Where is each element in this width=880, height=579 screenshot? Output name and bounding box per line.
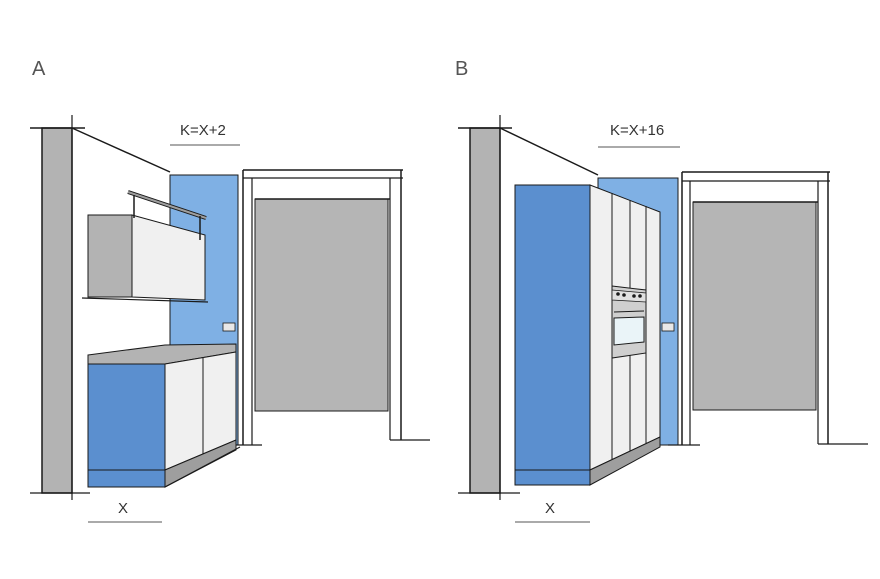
- panel-b-letter: B: [455, 58, 469, 80]
- panel-a-dimension-label: K=X+2: [180, 122, 226, 139]
- door-panel: [254, 198, 389, 412]
- wall-socket: [222, 322, 236, 332]
- panel-b-width-label: X: [545, 500, 556, 517]
- panel-b: [458, 115, 868, 523]
- doorway: [236, 169, 430, 446]
- left-wall: [41, 127, 73, 494]
- panel-a: [30, 115, 430, 523]
- built-in-oven: [611, 285, 647, 359]
- tall-cabinet: [514, 184, 661, 486]
- panel-b-dimension-label: K=X+16: [610, 122, 665, 139]
- panel-a-width-label: X: [118, 500, 129, 517]
- door-panel: [692, 201, 817, 411]
- base-cabinet: [87, 343, 241, 488]
- wall-socket: [661, 322, 675, 332]
- left-wall: [469, 127, 501, 494]
- panel-a-letter: A: [32, 58, 46, 80]
- doorway: [668, 171, 868, 446]
- wall-cabinet: [81, 190, 209, 303]
